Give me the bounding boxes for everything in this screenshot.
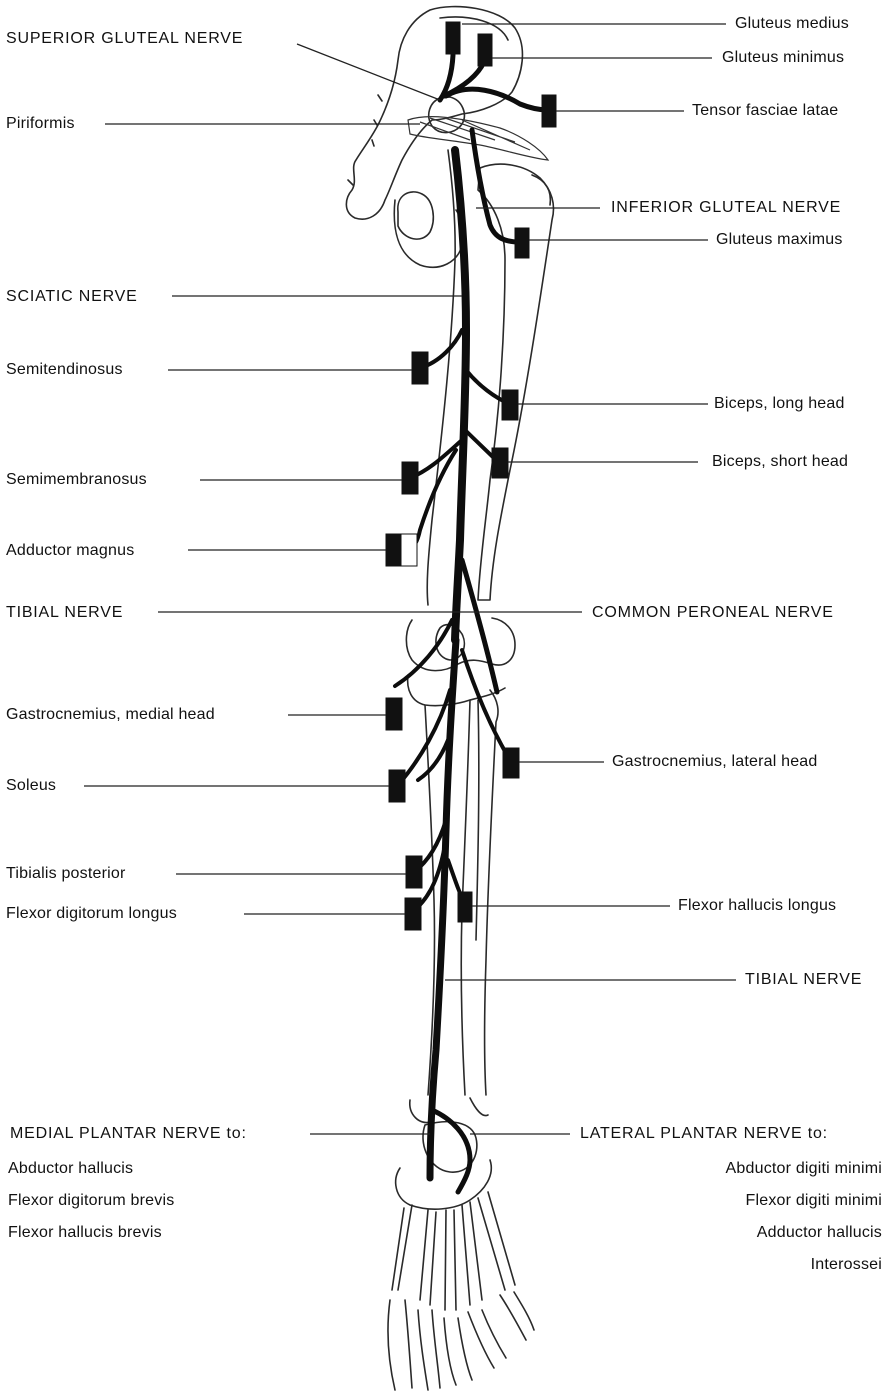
label-semimembranosus: Semimembranosus [6,471,147,489]
label-tibial-nerve-upper: TIBIAL NERVE [6,604,123,622]
label-common-peroneal-nerve: COMMON PERONEAL NERVE [592,604,834,622]
label-flexor-digitorum-longus: Flexor digitorum longus [6,905,177,923]
femur-trochanter [532,175,550,205]
label-lateral-plantar-nerve: LATERAL PLANTAR NERVE to: [580,1125,828,1143]
fibula [476,690,498,1095]
marker-gluteus-minimus [478,34,492,66]
marker-biceps-short-head [492,448,508,478]
label-semitendinosus: Semitendinosus [6,361,123,379]
marker-semitendinosus [412,352,428,384]
marker-gastroc-medial-head [386,698,402,730]
gastroc-medial-branch [395,620,452,686]
tarsals [396,1160,492,1209]
leader-lines [84,24,736,1134]
marker-biceps-long-head [502,390,518,420]
marker-flexor-hallucis-longus [458,892,472,922]
label-gluteus-minimus: Gluteus minimus [722,49,844,67]
muscle-markers [386,22,556,930]
inferior-gluteal-nerve [472,130,520,242]
label-sciatic-nerve: SCIATIC NERVE [6,288,138,306]
marker-semimembranosus [402,462,418,494]
label-inferior-gluteal-nerve: INFERIOR GLUTEAL NERVE [611,199,841,217]
femur-medial-edge [427,150,455,605]
label-gastrocnemius-lateral-head: Gastrocnemius, lateral head [612,753,818,771]
marker-flexor-digitorum-longus [405,898,421,930]
label-gastrocnemius-medial-head: Gastrocnemius, medial head [6,706,215,724]
marker-tibialis-posterior [406,856,422,888]
label-piriformis: Piriformis [6,115,75,133]
label-superior-gluteal-nerve: SUPERIOR GLUTEAL NERVE [6,30,243,48]
label-tibial-nerve-lower: TIBIAL NERVE [745,971,862,989]
label-tensor-fasciae-latae: Tensor fasciae latae [692,102,838,120]
marker-tensor-fasciae-latae [542,95,556,127]
toes [388,1292,534,1390]
label-soleus: Soleus [6,777,56,795]
marker-soleus [389,770,405,802]
lateral-plantar-target: Abductor digiti minimi [726,1160,882,1178]
marker-gluteus-medius [446,22,460,54]
label-biceps-long-head: Biceps, long head [714,395,845,413]
metatarsals [398,1198,505,1310]
superior-gluteal-nerve [440,55,548,110]
label-gluteus-maximus: Gluteus maximus [716,231,843,249]
marker-adductor-magnus-left [386,534,401,566]
label-tibialis-posterior: Tibialis posterior [6,865,126,883]
leader-superior-gluteal [297,44,440,100]
marker-gluteus-maximus [515,228,529,258]
pelvis-obturator [398,192,433,239]
lateral-plantar-target: Flexor digiti minimi [746,1192,882,1210]
label-adductor-magnus: Adductor magnus [6,542,134,560]
lateral-plantar-target: Interossei [811,1256,882,1274]
pelvis-bone [346,7,522,220]
medial-plantar-target: Abductor hallucis [8,1160,133,1178]
label-flexor-hallucis-longus: Flexor hallucis longus [678,897,836,915]
label-biceps-short-head: Biceps, short head [712,453,848,471]
marker-adductor-magnus-right [401,534,417,566]
nerves [395,55,548,1192]
label-medial-plantar-nerve: MEDIAL PLANTAR NERVE to: [10,1125,247,1143]
marker-gastroc-lateral-head [503,748,519,778]
medial-plantar-target: Flexor digitorum brevis [8,1192,174,1210]
lateral-plantar-target: Adductor hallucis [757,1224,882,1242]
medial-plantar-target: Flexor hallucis brevis [8,1224,162,1242]
label-gluteus-medius: Gluteus medius [735,15,849,33]
